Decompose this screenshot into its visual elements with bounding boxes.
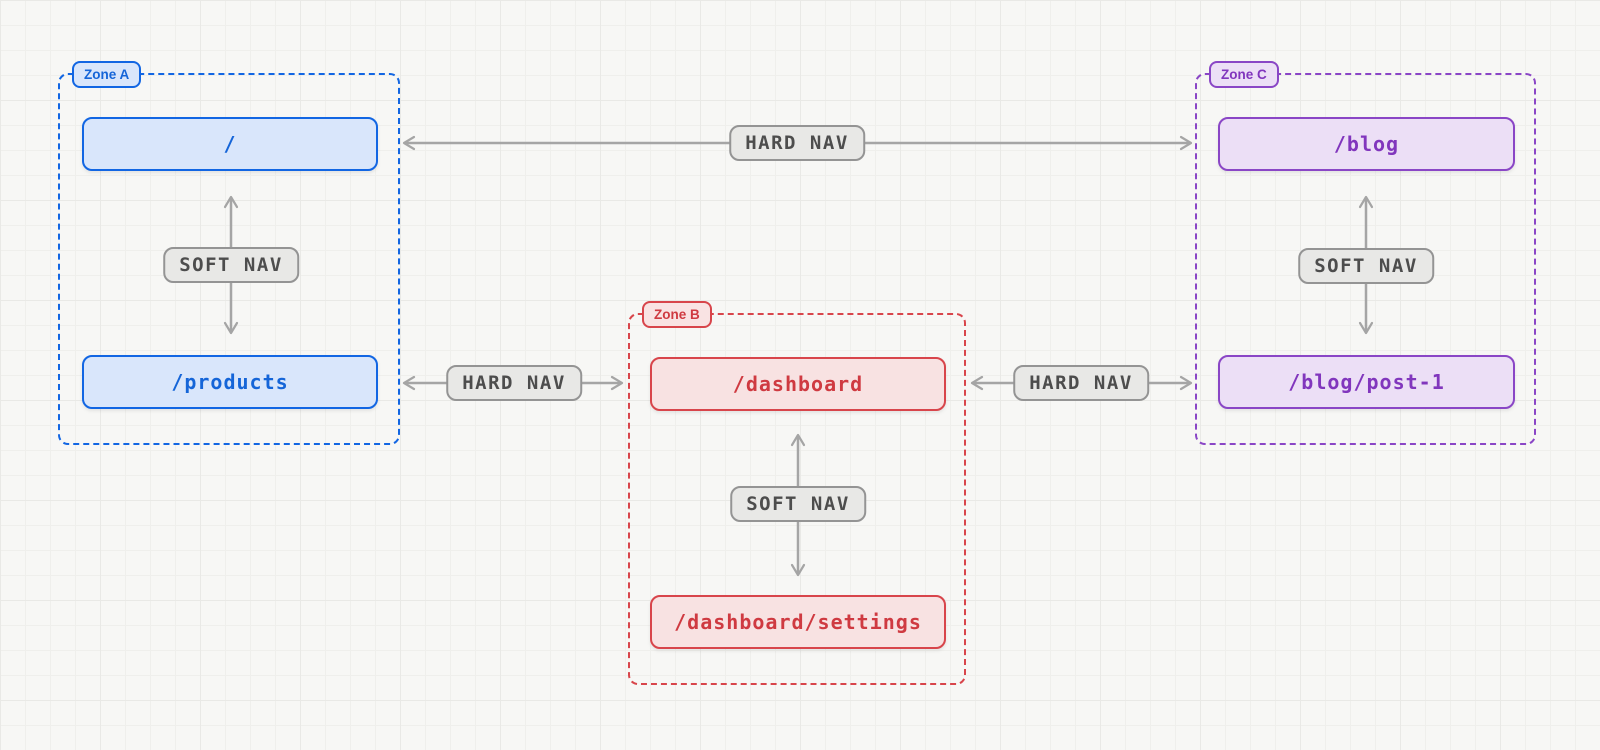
edge-label-hard-nav-products-dashboard: HARD NAV (446, 365, 582, 401)
zone-a: Zone A (58, 61, 400, 445)
route-node-products: /products (82, 355, 378, 409)
route-node-dashboard: /dashboard (650, 357, 946, 411)
edge-label-hard-nav-dashboard-blogpost: HARD NAV (1013, 365, 1149, 401)
zone-c-label-badge: Zone C (1209, 61, 1279, 88)
edge-label-soft-nav-zone-b: SOFT NAV (730, 486, 866, 522)
edge-label-soft-nav-zone-a: SOFT NAV (163, 247, 299, 283)
zone-b-label-badge: Zone B (642, 301, 712, 328)
edge-label-hard-nav-root-blog: HARD NAV (729, 125, 865, 161)
zone-a-label-badge: Zone A (72, 61, 142, 88)
route-node-blog: /blog (1218, 117, 1515, 171)
edge-label-soft-nav-zone-c: SOFT NAV (1298, 248, 1434, 284)
route-node-root: / (82, 117, 378, 171)
zone-c: Zone C (1195, 61, 1536, 445)
route-node-dashboard-settings: /dashboard/settings (650, 595, 946, 649)
route-node-blog-post-1: /blog/post-1 (1218, 355, 1515, 409)
zone-b: Zone B (628, 301, 966, 685)
